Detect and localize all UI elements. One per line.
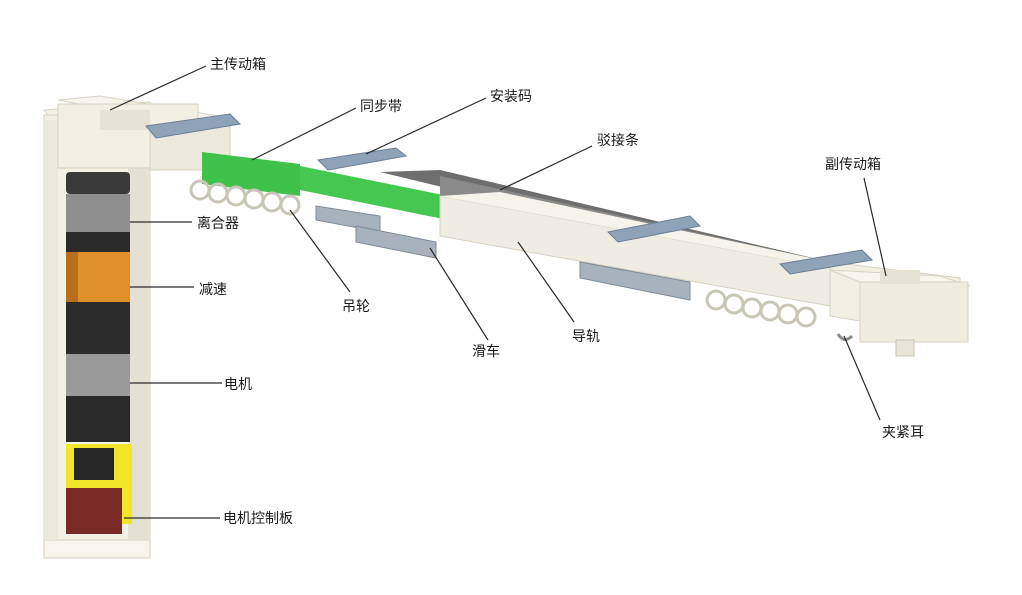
label-reducer: 减速 <box>199 282 227 298</box>
leader-clamp-ear <box>843 335 881 421</box>
label-timing-belt: 同步带 <box>360 99 402 115</box>
trolley-2 <box>355 225 437 259</box>
label-guide-rail: 导轨 <box>572 329 600 345</box>
hanging-wheels-right <box>705 289 817 328</box>
label-main-drive-box: 主传动箱 <box>210 57 266 73</box>
leader-lines <box>109 65 887 519</box>
leader-joint-strip <box>499 145 593 191</box>
label-clamp-ear: 夹紧耳 <box>882 425 924 441</box>
clutch-component <box>66 172 130 252</box>
hanging-wheels-left <box>189 179 301 216</box>
leader-trolley <box>429 247 489 341</box>
label-hanging-wheel: 吊轮 <box>342 299 370 315</box>
mounting-bracket-3 <box>606 215 702 243</box>
leader-guide-rail <box>517 241 575 323</box>
label-secondary-drive-box: 副传动箱 <box>825 157 881 173</box>
leader-timing-belt <box>251 107 357 161</box>
label-motor: 电机 <box>224 377 252 393</box>
motor-control-board <box>66 444 132 534</box>
label-trolley: 滑车 <box>472 344 500 360</box>
clamp-ear <box>836 333 915 357</box>
motor-component <box>66 302 130 442</box>
trolley-3 <box>579 261 691 301</box>
leader-hanging-wheel <box>289 209 351 293</box>
secondary-drive-box <box>829 269 971 343</box>
leader-main-drive-box <box>109 65 207 111</box>
leader-secondary-drive-box <box>863 177 887 277</box>
leader-mounting-clip <box>365 97 487 155</box>
mounting-bracket-2 <box>316 147 408 171</box>
label-joint-strip: 驳接条 <box>597 133 639 149</box>
label-motor-control-board: 电机控制板 <box>223 511 293 527</box>
mounting-bracket-4 <box>778 249 874 275</box>
mounting-bracket-1 <box>145 113 242 139</box>
label-mounting-clip: 安装码 <box>490 89 532 105</box>
trolley-1 <box>315 205 381 233</box>
reducer-component <box>66 252 130 302</box>
label-clutch: 离合器 <box>197 216 239 232</box>
